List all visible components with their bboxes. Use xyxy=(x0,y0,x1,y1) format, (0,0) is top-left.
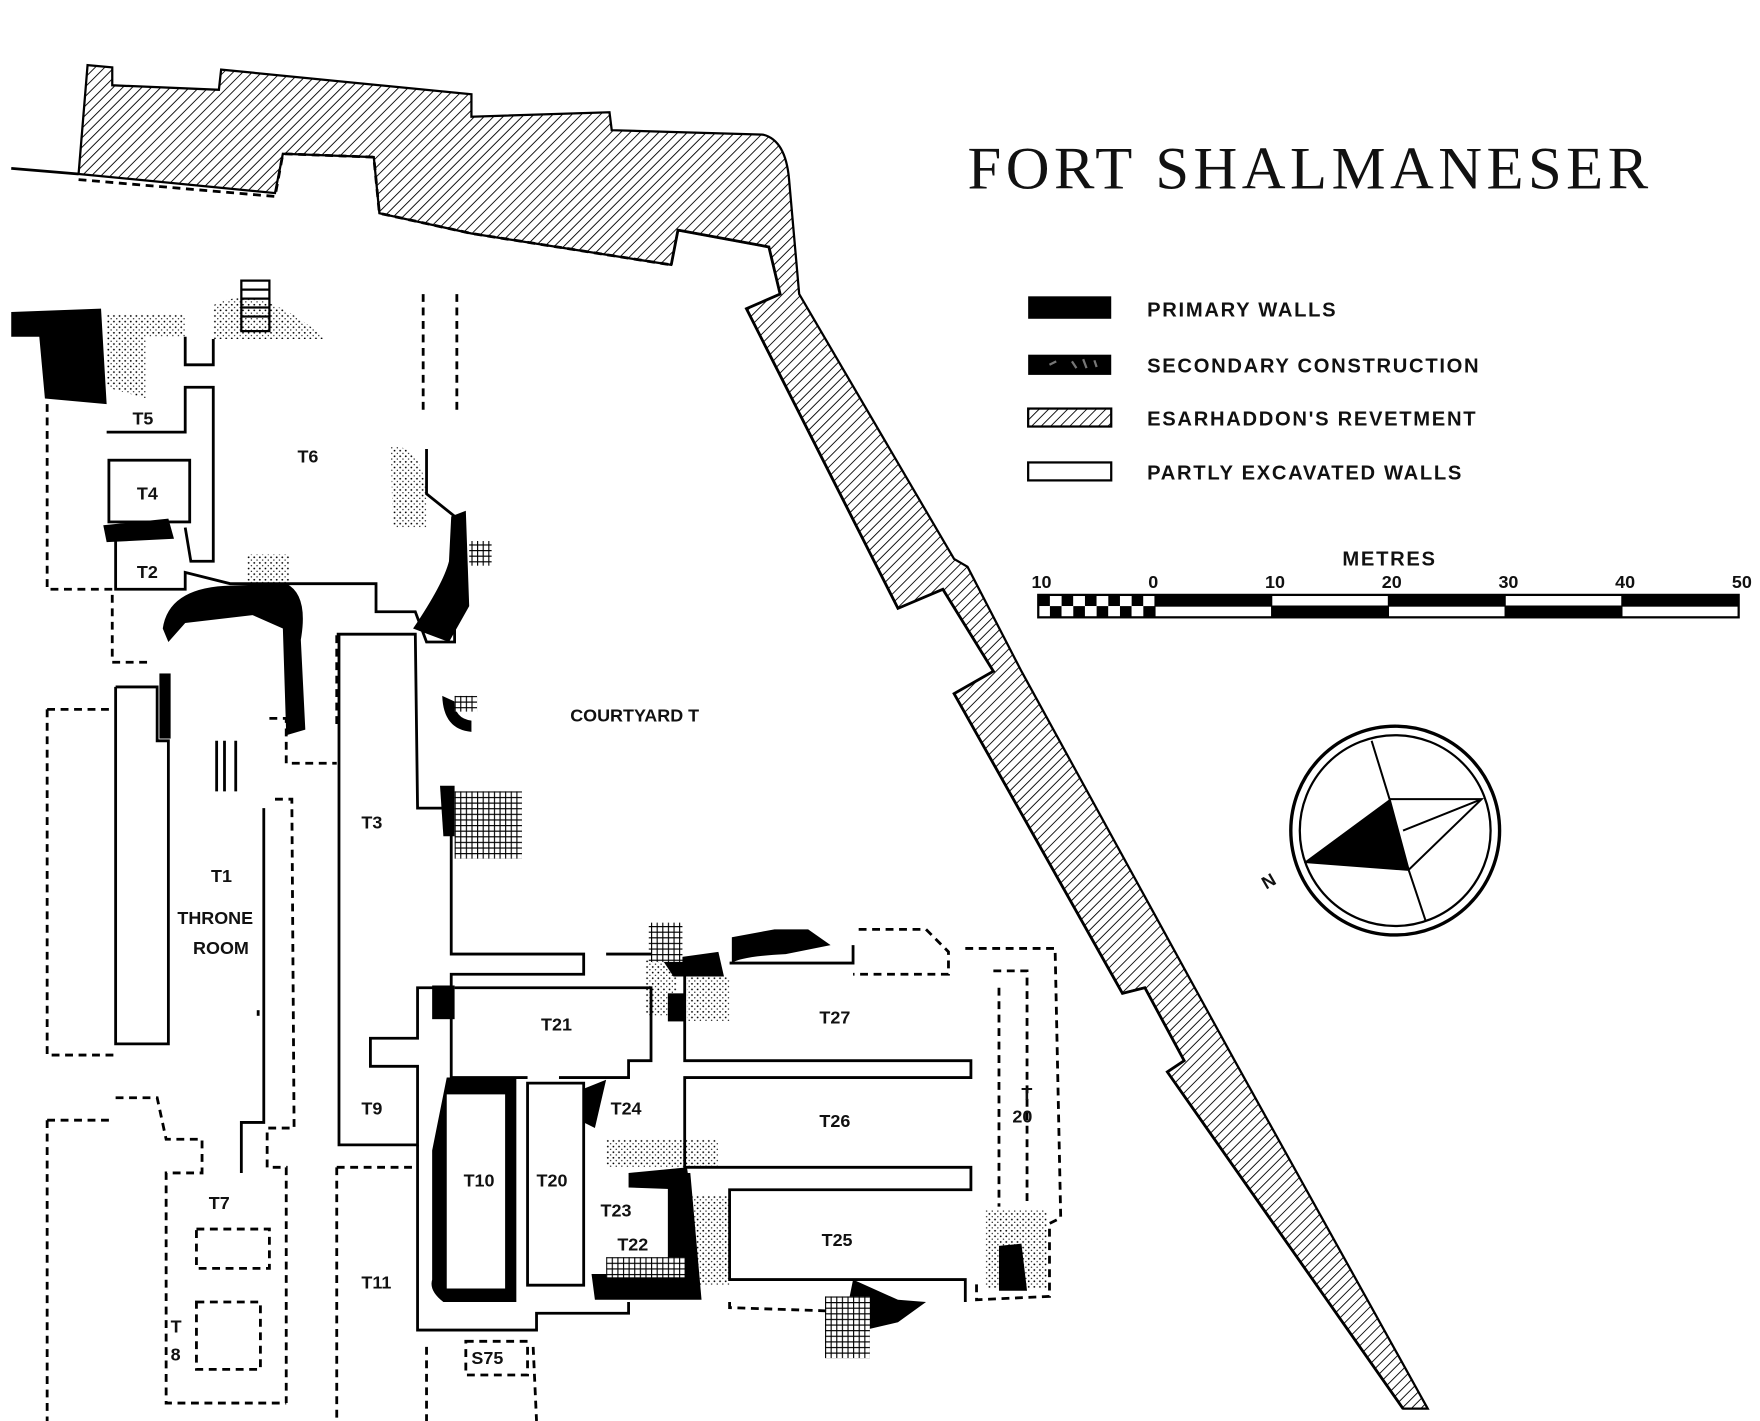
scale-segment xyxy=(1271,605,1390,618)
room-label-t22: T22 xyxy=(617,1234,648,1254)
scale-segment xyxy=(1504,605,1623,618)
scale-segment xyxy=(1387,605,1506,618)
legend-swatch-primary xyxy=(1028,296,1112,319)
room-label-t8a: T xyxy=(171,1316,182,1336)
scale-checker-cell xyxy=(1096,606,1109,618)
scale-checker-cell xyxy=(1108,606,1120,618)
scale-checker-cell xyxy=(1038,594,1050,607)
scale-checker-cell xyxy=(1073,606,1085,618)
room-labels: T5 T6 T4 T2 T3 T1 THRONE ROOM COURTYARD … xyxy=(132,408,1032,1367)
room-label-t23: T23 xyxy=(601,1201,632,1221)
room-label-t20b-a: T xyxy=(1021,1084,1032,1104)
scale-tick-label: 10 xyxy=(1265,572,1285,592)
scale-segment xyxy=(1271,594,1390,607)
courtyard-label: COURTYARD T xyxy=(570,706,699,726)
scale-segment xyxy=(1387,594,1506,607)
paved-areas xyxy=(106,279,1048,1289)
room-label-t7: T7 xyxy=(209,1193,230,1213)
room-label-t26: T26 xyxy=(819,1111,850,1131)
scale-checker-cell xyxy=(1096,594,1109,607)
compass-north-label: N xyxy=(1258,869,1279,893)
room-label-t6: T6 xyxy=(297,446,318,466)
room-label-throne: THRONE xyxy=(177,908,253,928)
scale-segment xyxy=(1154,594,1273,607)
scale-checker-cell xyxy=(1049,606,1062,618)
room-label-t25: T25 xyxy=(822,1230,853,1250)
scale-tick-label: 20 xyxy=(1382,572,1402,592)
room-label-t1: T1 xyxy=(211,866,232,886)
room-label-t3: T3 xyxy=(361,812,382,832)
room-label-t9: T9 xyxy=(361,1099,382,1119)
scale-checker-cell xyxy=(1049,594,1062,607)
legend-swatch-revetment xyxy=(1027,407,1113,428)
scale-checker-cell xyxy=(1119,594,1132,607)
scale-checker-cell xyxy=(1143,606,1155,618)
room-label-room: ROOM xyxy=(193,938,249,958)
secondary-construction xyxy=(454,541,870,1359)
scale-tick-label: 50 xyxy=(1732,572,1752,592)
scale-segment xyxy=(1621,594,1740,607)
scale-checker-cell xyxy=(1084,606,1097,618)
room-label-t10: T10 xyxy=(464,1170,495,1190)
legend-label-revetment: ESARHADDON'S REVETMENT xyxy=(1147,408,1477,430)
scale-checker-cell xyxy=(1131,594,1144,607)
legend-label-secondary: SECONDARY CONSTRUCTION xyxy=(1147,356,1480,378)
scale-segment xyxy=(1621,605,1740,618)
scale-segment xyxy=(1154,605,1273,618)
north-arrow-compass: N xyxy=(1258,724,1502,937)
legend-label-primary: PRIMARY WALLS xyxy=(1147,300,1337,322)
scale-tick-label: 30 xyxy=(1498,572,1518,592)
map-title: FORT SHALMANESER xyxy=(968,136,1653,203)
room-label-t21: T21 xyxy=(541,1014,572,1034)
legend-swatch-partly-excavated xyxy=(1027,461,1113,482)
scale-tick-label: 10 xyxy=(1032,572,1052,592)
esarhaddon-revetment xyxy=(11,63,1430,1410)
scale-checker-cell xyxy=(1119,606,1132,618)
scale-checker-cell xyxy=(1061,606,1074,618)
legend-swatch-secondary xyxy=(1028,354,1112,375)
room-label-t20b-b: 20 xyxy=(1012,1106,1032,1126)
scale-checker-cell xyxy=(1084,594,1097,607)
scale-tick-label: 40 xyxy=(1615,572,1635,592)
legend-label-partly-excavated: PARTLY EXCAVATED WALLS xyxy=(1147,462,1463,484)
room-label-s75: S75 xyxy=(471,1348,503,1368)
room-label-t4: T4 xyxy=(137,483,158,503)
scale-checker-cell xyxy=(1131,606,1144,618)
scale-segment xyxy=(1504,594,1623,607)
room-label-t5: T5 xyxy=(132,408,153,428)
legend: PRIMARY WALLS SECONDARY CONSTRUCTION ESA… xyxy=(1027,296,1480,484)
scale-tick-label: 0 xyxy=(1148,572,1158,592)
room-label-t27: T27 xyxy=(819,1008,850,1028)
scale-unit-label: METRES xyxy=(1342,549,1436,571)
room-walls xyxy=(45,294,1063,1421)
room-label-t24: T24 xyxy=(611,1099,642,1119)
scale-checker-cell xyxy=(1108,594,1120,607)
room-label-t11: T11 xyxy=(361,1273,391,1293)
scale-bar: METRES 10 0 10 20 30 40 50 xyxy=(1032,549,1752,619)
scale-checker-cell xyxy=(1038,606,1050,618)
room-label-t2: T2 xyxy=(137,562,158,582)
room-label-t20: T20 xyxy=(537,1170,568,1190)
scale-checker-cell xyxy=(1073,594,1085,607)
scale-checker-cell xyxy=(1143,594,1155,607)
room-label-t8b: 8 xyxy=(171,1344,181,1364)
scale-checker-cell xyxy=(1061,594,1074,607)
scale-bar-outline xyxy=(1037,593,1740,619)
